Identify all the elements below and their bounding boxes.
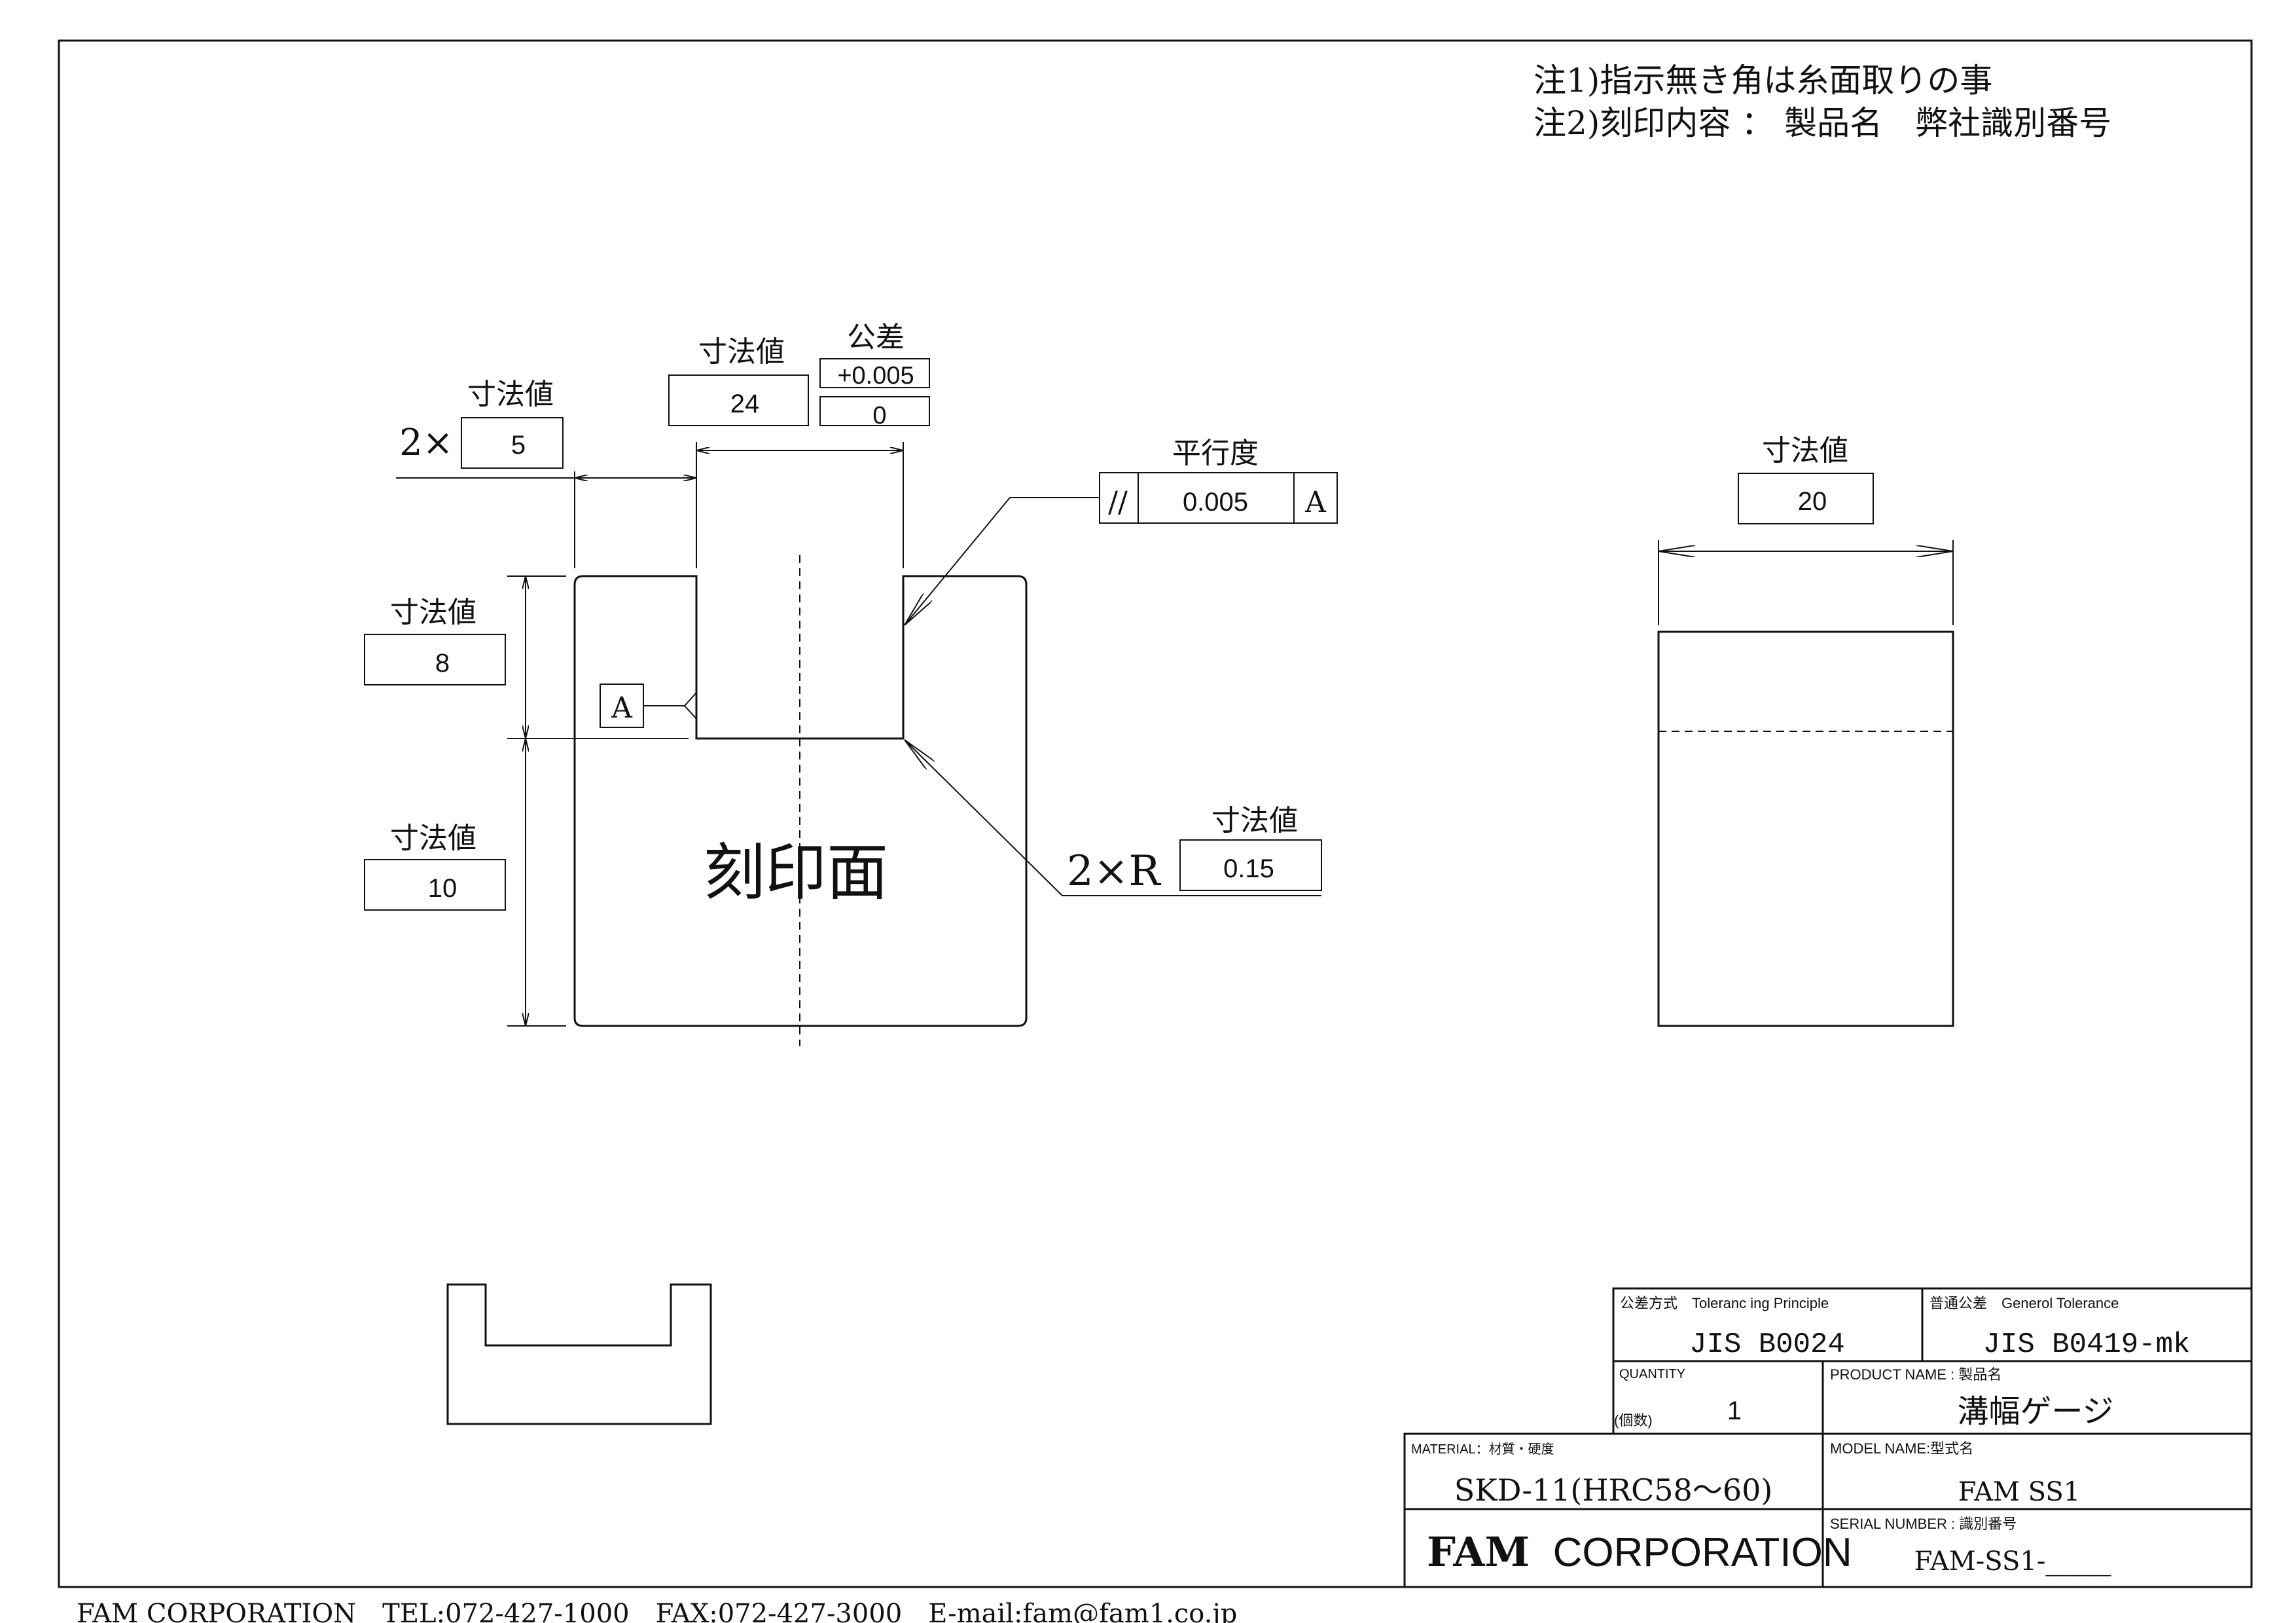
dim-24-label: 寸法値 <box>698 335 785 369</box>
material-label: MATERIAL：材質・硬度 <box>1411 1442 1554 1457</box>
dim-5-box <box>461 417 564 469</box>
general-tolerance-label: 普通公差 Generol Tolerance <box>1929 1295 2119 1311</box>
dimension-8 <box>507 575 689 739</box>
note-2: 注2)刻印内容 ： 製品名 弊社識別番号 <box>1534 104 2111 142</box>
dim-10-value: 10 <box>428 874 457 903</box>
company-name: FAM CORPORATION <box>1427 1528 1852 1576</box>
general-tolerance-value: JIS B0419-mk <box>1983 1328 2191 1361</box>
small-profile-sketch <box>446 1283 712 1425</box>
side-view <box>1657 630 1954 1027</box>
product-name-label: PRODUCT NAME : 製品名 <box>1830 1366 2001 1383</box>
drawing-frame <box>58 39 2253 1588</box>
dim-24-box <box>668 374 809 426</box>
dim-20-label: 寸法値 <box>1762 434 1848 467</box>
datum-triangle <box>683 692 697 720</box>
stamp-face-label: 刻印面 <box>704 837 888 909</box>
tolerance-lower: 0 <box>872 402 886 429</box>
dim-20-box <box>1738 473 1874 524</box>
material-value: SKD-11(HRC58～60) <box>1454 1472 1773 1508</box>
company-name-rest: CORPORATION <box>1553 1530 1852 1575</box>
dim-5-value: 5 <box>511 431 526 460</box>
title-block <box>1403 1287 2253 1588</box>
product-name-value: 溝幅ゲージ <box>1957 1393 2113 1430</box>
side-outline <box>1657 630 1954 1027</box>
serial-number-label: SERIAL NUMBER : 識別番号 <box>1830 1516 2017 1532</box>
dimension-5 <box>396 471 697 568</box>
company-name-bold: FAM <box>1427 1528 1530 1576</box>
parallelism-leader <box>905 497 1100 625</box>
serial-number-value: FAM-SS1-_____ <box>1914 1546 2111 1577</box>
quantity-label: QUANTITY <box>1619 1367 1685 1381</box>
tolerancing-label: 公差方式 Toleranc ing Principle <box>1620 1295 1829 1311</box>
radius-prefix: 2×R <box>1067 847 1161 896</box>
dimension-10 <box>507 739 566 1027</box>
model-name-label: MODEL NAME:型式名 <box>1830 1440 1973 1457</box>
dimension-20 <box>1658 540 1954 625</box>
parallelism-datum: A <box>1304 486 1327 519</box>
dimension-24 <box>696 442 904 568</box>
part-outline <box>573 575 1028 1027</box>
model-name-value: FAM SS1 <box>1958 1477 2080 1507</box>
tolerance-upper-box <box>819 358 930 388</box>
dim-8-box <box>364 634 506 685</box>
radius-leader <box>905 740 1321 896</box>
parallelism-label: 平行度 <box>1172 437 1259 470</box>
note-1: 注1)指示無き角は糸面取りの事 <box>1534 62 1992 100</box>
parallelism-symbol: // <box>1108 486 1128 519</box>
front-view <box>573 555 1028 1046</box>
dim-8-value: 8 <box>435 649 450 678</box>
dim-5-prefix: 2× <box>399 422 454 464</box>
quantity-sub: (個数) <box>1614 1412 1653 1429</box>
tolerance-label: 公差 <box>847 321 905 354</box>
dim-10-label: 寸法値 <box>390 822 476 855</box>
footer-contact: FAM CORPORATION TEL:072-427-1000 FAX:072… <box>77 1599 1237 1623</box>
dim-5-label: 寸法値 <box>467 378 554 411</box>
radius-box <box>1179 839 1322 891</box>
tolerancing-value: JIS B0024 <box>1689 1328 1845 1361</box>
radius-label: 寸法値 <box>1211 804 1298 837</box>
tolerance-lower-box <box>819 396 930 426</box>
dim-20-value: 20 <box>1798 487 1827 516</box>
radius-value: 0.15 <box>1223 854 1274 883</box>
quantity-value: 1 <box>1727 1396 1742 1425</box>
dim-8-label: 寸法値 <box>390 596 476 629</box>
datum-label: A <box>611 691 633 725</box>
dim-10-box <box>364 859 506 911</box>
tolerance-upper: +0.005 <box>837 362 914 390</box>
dim-24-value: 24 <box>730 390 760 418</box>
parallelism-value: 0.005 <box>1183 488 1248 517</box>
